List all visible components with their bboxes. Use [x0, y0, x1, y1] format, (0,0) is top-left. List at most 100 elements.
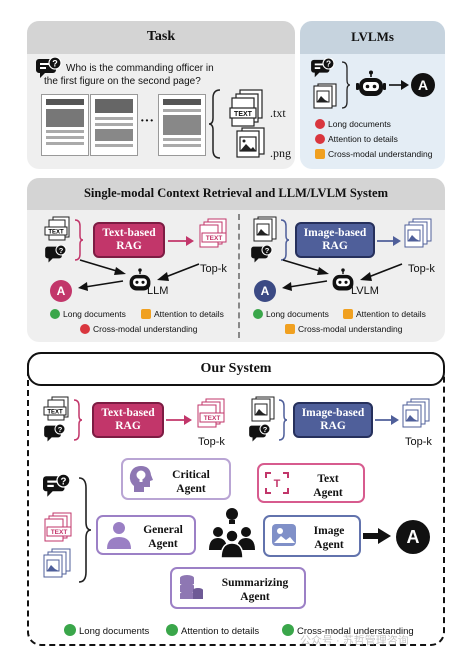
answer-letter: A — [417, 77, 429, 93]
answer-bubble-icon: A — [254, 280, 276, 302]
brace-icon — [208, 89, 221, 159]
text-document-stack-icon: TEXT — [43, 396, 69, 421]
watermark: 公众号 · 苏哲管理咨询 — [300, 635, 409, 647]
arrow-right-icon — [166, 415, 192, 425]
lvlms-header — [300, 21, 445, 54]
fail-icon — [80, 324, 90, 334]
arrow-right-icon — [168, 236, 194, 246]
our-status-attention: Attention to details — [166, 624, 259, 637]
svg-text:?: ? — [326, 60, 331, 69]
arrow-right-icon — [375, 415, 399, 425]
arrow-right-icon — [363, 528, 391, 544]
task-title: Task — [146, 29, 176, 44]
text-based-rag-box: Text-based RAG — [92, 402, 164, 438]
right-status-long-documents: Long documents — [253, 309, 329, 319]
image-icon — [272, 524, 296, 546]
task-header — [27, 21, 295, 54]
question-bubble-icon: ? — [251, 245, 273, 263]
svg-text:TEXT: TEXT — [51, 529, 68, 536]
image-document-stack-icon — [236, 127, 265, 158]
text-document-stack-icon: TEXT — [229, 89, 263, 127]
check-icon — [282, 624, 294, 636]
arrow-right-icon — [389, 80, 409, 90]
brace-icon — [74, 219, 84, 261]
check-icon — [166, 624, 178, 636]
check-icon — [253, 309, 263, 319]
svg-text:TEXT: TEXT — [206, 235, 223, 242]
right-status-attention: Attention to details — [343, 309, 426, 319]
database-icon — [180, 575, 203, 599]
text-document-stack-icon: TEXT — [197, 398, 225, 428]
svg-text:?: ? — [58, 425, 63, 434]
arrow-from-topk-icon — [157, 263, 200, 281]
document-page-thumbnail — [158, 94, 206, 156]
arrow-right-icon — [377, 236, 401, 246]
svg-text:?: ? — [263, 425, 268, 434]
question-bubble-icon: ? — [36, 57, 62, 78]
team-idea-icon — [209, 508, 255, 558]
topk-label: Top-k — [200, 263, 227, 275]
text-based-rag-box: Text-based RAG — [93, 222, 165, 258]
warning-icon — [141, 309, 151, 319]
lightbulb-head-icon — [129, 466, 153, 492]
our-status-long-documents: Long documents — [64, 624, 149, 637]
lvlms-title: LVLMs — [351, 29, 394, 44]
question-bubble-icon: ? — [45, 245, 67, 263]
single-modal-header — [27, 178, 445, 210]
topk-label: Top-k — [408, 263, 435, 275]
image-document-stack-icon — [404, 218, 432, 248]
text-document-stack-icon: TEXT — [199, 218, 227, 248]
svg-text:TEXT: TEXT — [47, 410, 63, 416]
svg-text:TEXT: TEXT — [234, 111, 253, 118]
brace-icon — [78, 477, 92, 583]
image-document-stack-icon — [402, 398, 430, 428]
person-icon — [107, 522, 131, 549]
arrow-to-answer-icon — [78, 280, 124, 291]
image-document-stack-icon — [313, 83, 337, 109]
lvlms-status-long-documents: Long documents — [315, 119, 391, 129]
image-based-rag-box: Image-based RAG — [293, 402, 373, 438]
svg-text:TEXT: TEXT — [48, 230, 64, 236]
lvlms-status-attention: Attention to details — [315, 134, 398, 144]
question-bubble-icon: ? — [44, 424, 66, 442]
brace-icon — [278, 399, 288, 441]
question-bubble-icon: ? — [311, 58, 335, 78]
text-document-stack-icon: TEXT — [44, 216, 70, 241]
answer-bubble-icon: A — [50, 280, 72, 302]
text-agent-box: Text Agent — [257, 463, 365, 503]
arrow-to-llm-icon — [79, 259, 126, 275]
svg-text:TEXT: TEXT — [204, 415, 221, 422]
warning-icon — [315, 149, 325, 159]
lvlms-status-cross-modal: Cross-modal understanding — [315, 149, 432, 159]
topk-label: Top-k — [198, 436, 225, 448]
robot-icon — [356, 70, 386, 96]
brace-icon — [73, 399, 83, 441]
check-icon — [50, 309, 60, 319]
arrow-to-lvlm-icon — [282, 259, 329, 275]
critical-agent-box: Critical Agent — [121, 458, 231, 500]
lvlm-label: LVLM — [351, 285, 379, 297]
png-extension: .png — [270, 146, 291, 160]
svg-text:?: ? — [59, 246, 64, 255]
svg-text:?: ? — [61, 476, 67, 487]
single-modal-title: Single-modal Context Retrieval and LLM/L… — [83, 186, 389, 200]
task-question-line1: Who is the commanding officer in — [66, 63, 214, 74]
warning-icon — [343, 309, 353, 319]
brace-icon — [341, 61, 351, 109]
answer-bubble-icon: A — [411, 73, 435, 97]
question-bubble-icon: ? — [43, 474, 71, 497]
warning-icon — [285, 324, 295, 334]
check-icon — [64, 624, 76, 636]
topk-label: Top-k — [405, 436, 432, 448]
question-bubble-icon: ? — [249, 424, 271, 442]
robot-icon — [332, 268, 354, 291]
panel-divider — [238, 214, 240, 338]
document-page-thumbnail — [41, 94, 89, 156]
brace-icon — [280, 219, 290, 261]
our-status-cross-modal: Cross-modal understanding — [282, 624, 414, 637]
svg-text:?: ? — [52, 59, 58, 69]
fail-icon — [315, 119, 325, 129]
svg-text:T: T — [274, 478, 281, 490]
robot-icon — [129, 268, 151, 291]
image-based-rag-box: Image-based RAG — [295, 222, 375, 258]
